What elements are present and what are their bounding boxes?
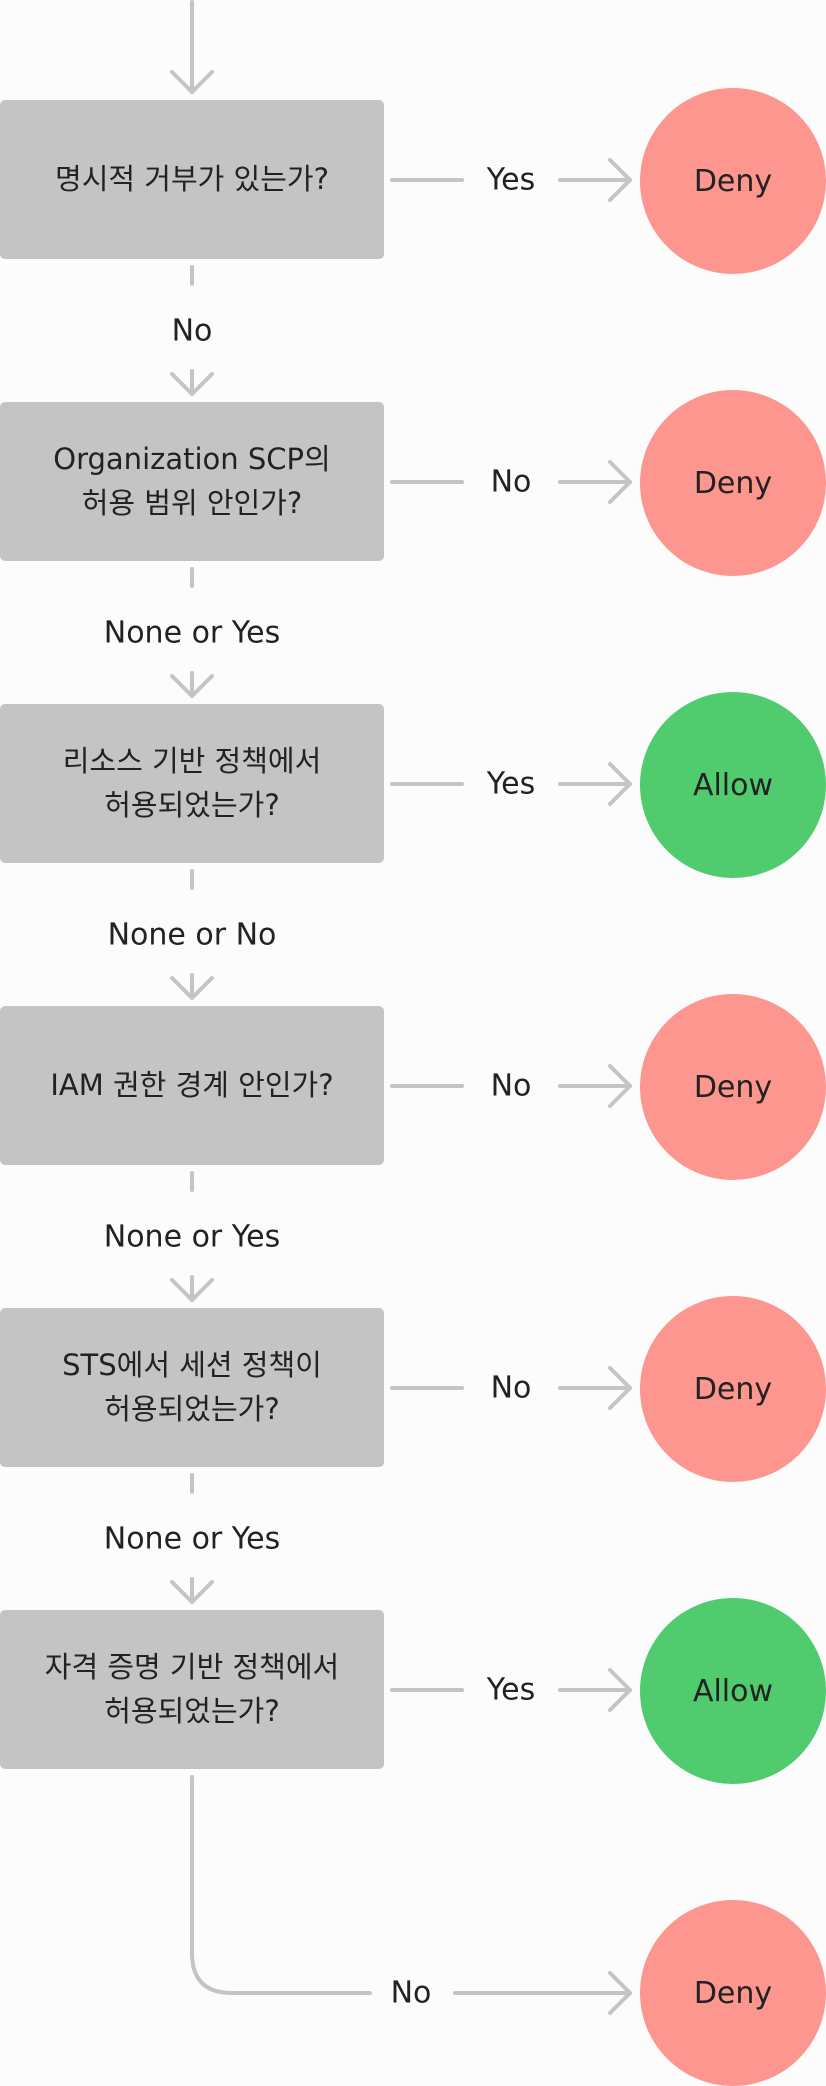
edge-label-final: No [384,1975,438,2011]
arrowhead-side-3 [608,762,632,806]
edge-label-side-5: No [484,1370,538,1406]
edge-label-side-1: Yes [480,162,542,198]
arrowhead-side-5 [608,1366,632,1410]
arrowhead-final [608,1971,632,2015]
edge-label-down-2: None or Yes [97,615,287,651]
edge-label-side-3: Yes [480,766,542,802]
edge-label-down-3: None or No [101,917,283,953]
result-deny-3: Deny [640,994,826,1180]
edge-label-side-6: Yes [480,1672,542,1708]
decision-identity-policy: 자격 증명 기반 정책에서 허용되었는가? [0,1610,384,1769]
result-allow-2: Allow [640,1598,826,1784]
arrowhead-down-5 [170,1580,214,1604]
edge-label-side-2: No [484,464,538,500]
edge-label-down-4: None or Yes [97,1219,287,1255]
result-deny-4: Deny [640,1296,826,1482]
arrowhead-side-6 [608,1668,632,1712]
decision-iam-boundary: IAM 권한 경계 안인가? [0,1006,384,1165]
edge-final-start [190,1775,372,1995]
arrowhead-side-2 [608,460,632,504]
arrowhead-side-1 [608,158,632,202]
edge-label-down-5: None or Yes [97,1521,287,1557]
decision-explicit-deny: 명시적 거부가 있는가? [0,100,384,259]
decision-organization-scp: Organization SCP의 허용 범위 안인가? [0,402,384,561]
arrowhead-down-1 [170,372,214,396]
result-deny-2: Deny [640,390,826,576]
result-deny-final: Deny [640,1900,826,2086]
arrowhead-down-4 [170,1278,214,1302]
arrowhead-side-4 [608,1064,632,1108]
result-deny-1: Deny [640,88,826,274]
arrowhead-down-3 [170,976,214,1000]
arrowhead-down-2 [170,674,214,698]
edge-label-down-1: No [165,313,219,349]
decision-resource-policy: 리소스 기반 정책에서 허용되었는가? [0,704,384,863]
result-allow-1: Allow [640,692,826,878]
arrowhead-entry [170,70,214,94]
decision-sts-session-policy: STS에서 세션 정책이 허용되었는가? [0,1308,384,1467]
edge-label-side-4: No [484,1068,538,1104]
